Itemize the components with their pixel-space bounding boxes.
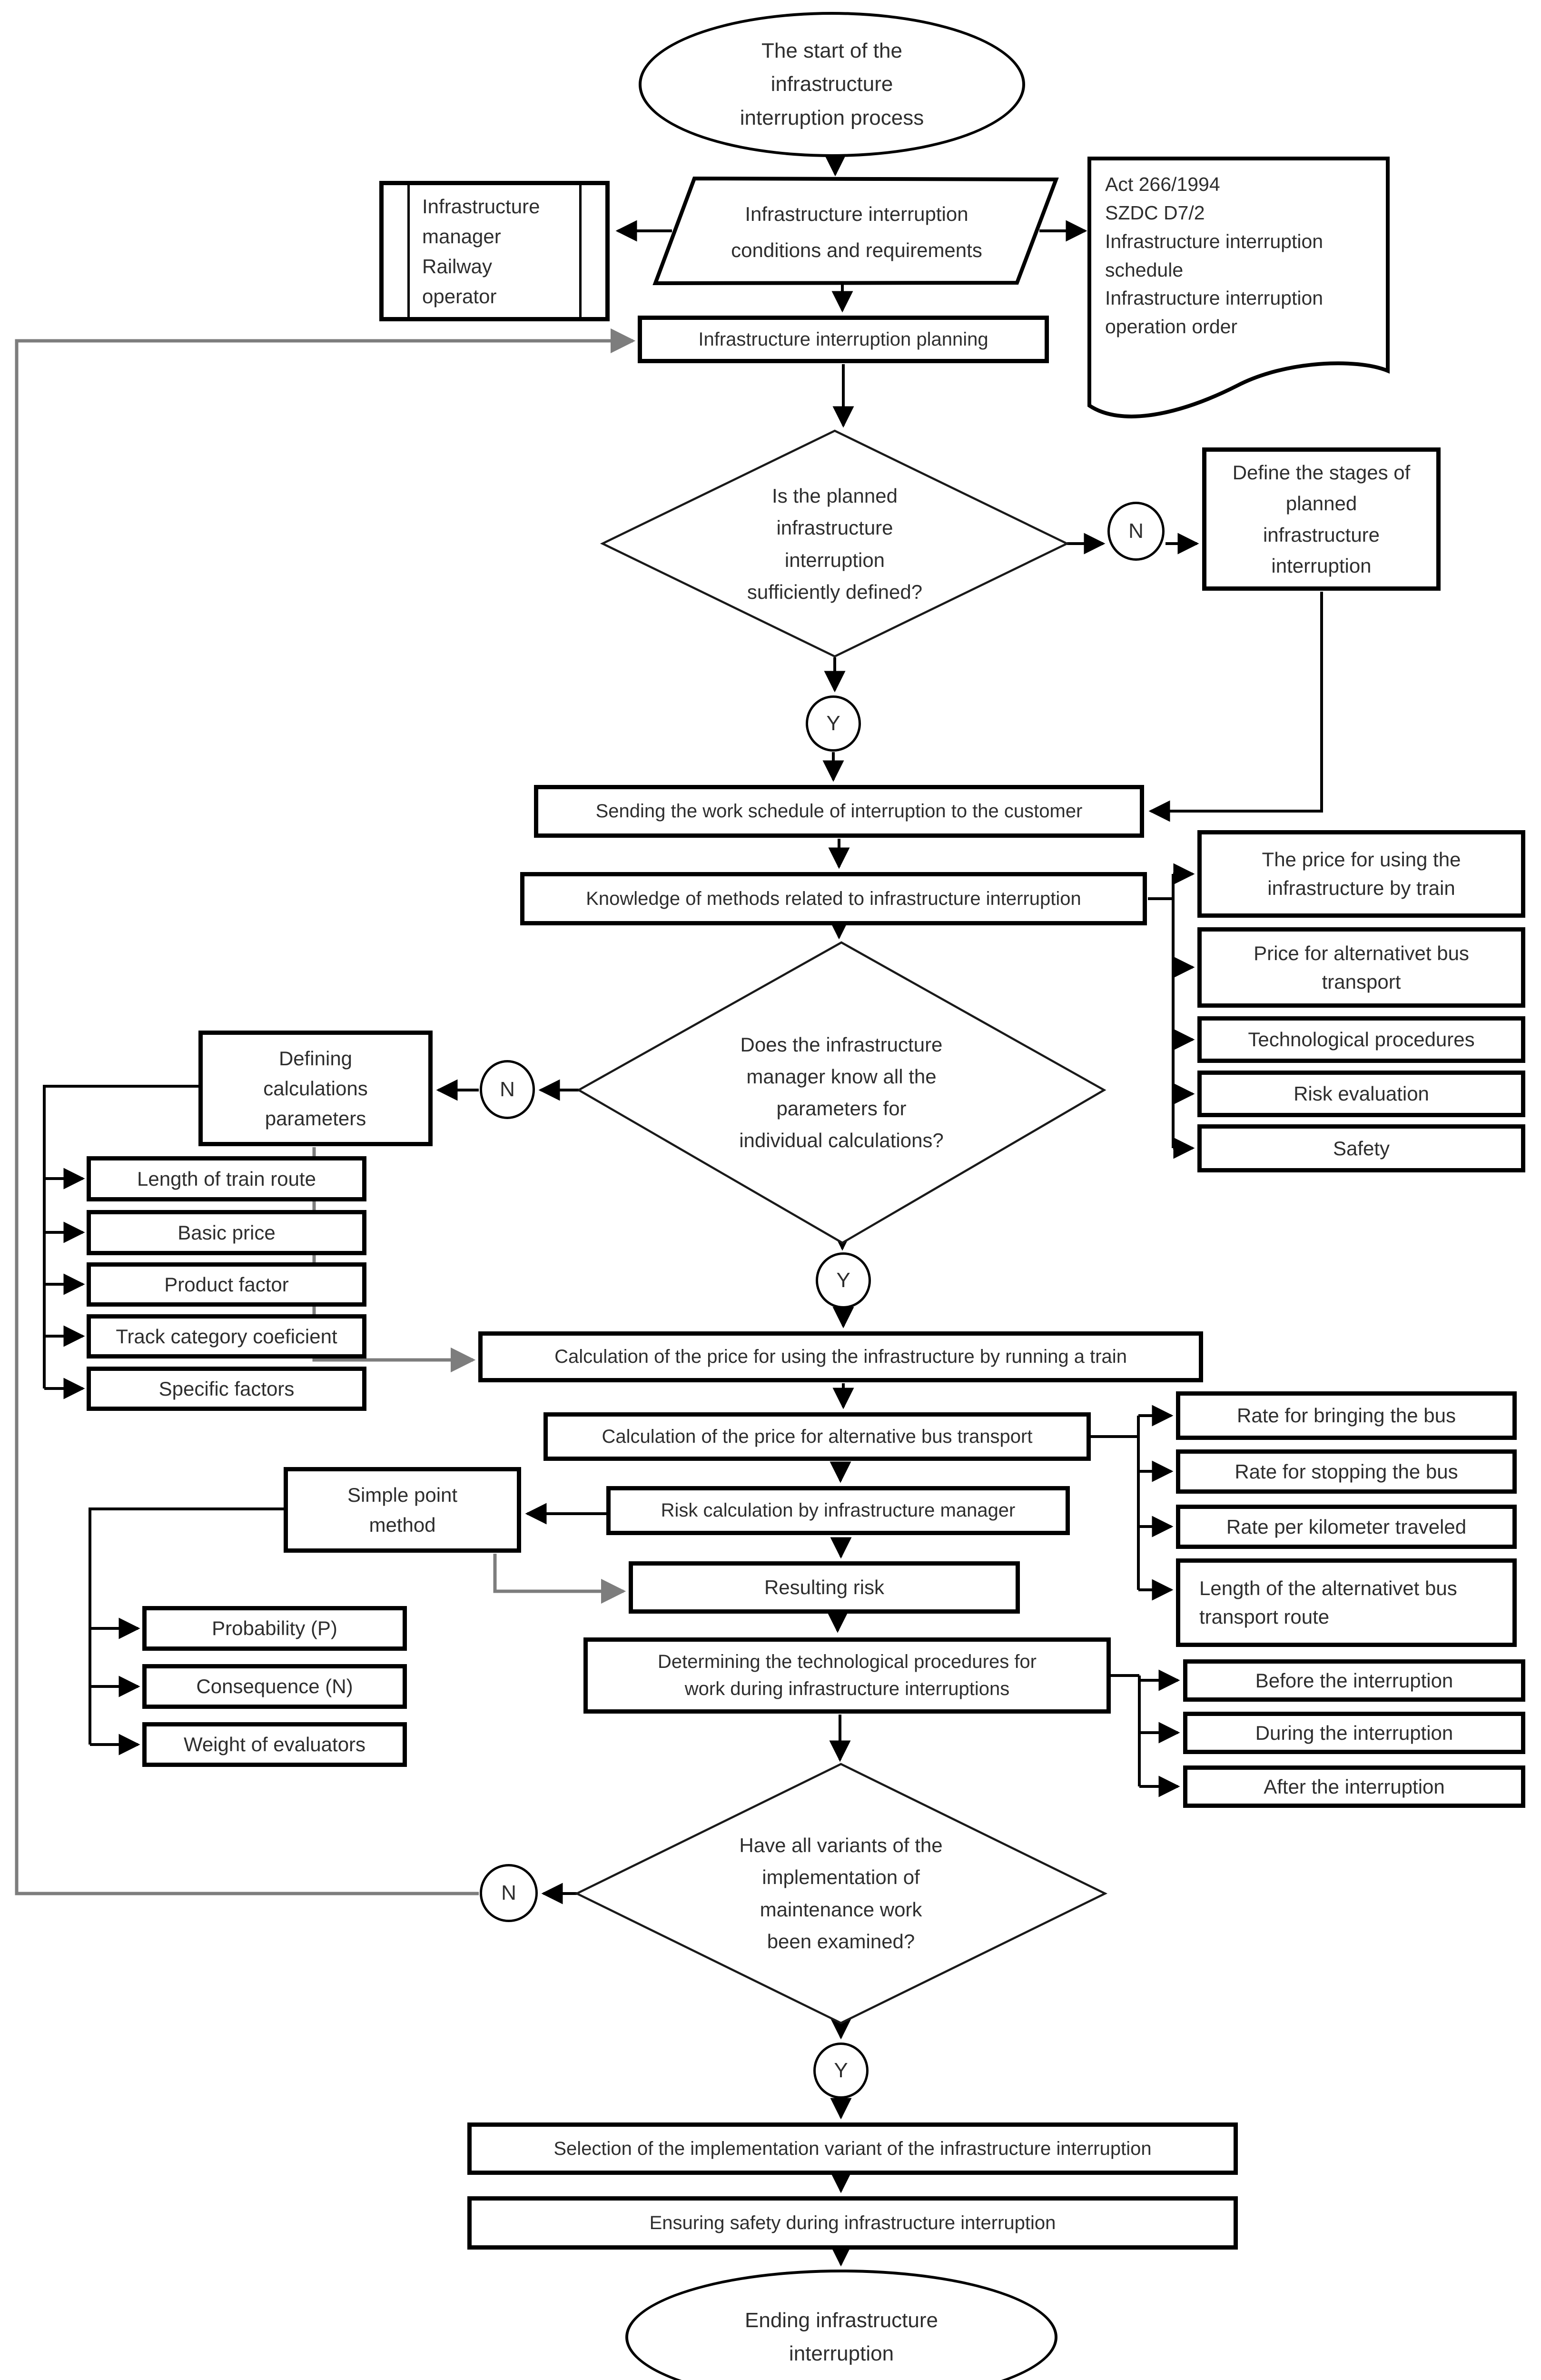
- rate-stopping-box: Rate for stopping the bus: [1176, 1449, 1517, 1494]
- trunk-calc-bus: [1091, 1416, 1140, 1590]
- yes-connector-3: Y: [813, 2043, 869, 2099]
- decision-diamond-parameters: [576, 941, 1106, 1244]
- arrow-no3-feedback-to-planning: [15, 328, 636, 1895]
- calc-bus-process: Calculation of the price for alternative…: [543, 1412, 1091, 1461]
- weight-evaluators-box: Weight of evaluators: [142, 1722, 407, 1767]
- decision-parameters-label: Does the infrastructure manager know all…: [739, 1033, 944, 1152]
- knowledge-methods-process: Knowledge of methods related to infrastr…: [520, 872, 1147, 925]
- trunk-determining: [1111, 1674, 1141, 1786]
- ensuring-safety-process: Ensuring safety during infrastructure in…: [467, 2196, 1238, 2250]
- regulations-document-shape: [1087, 157, 1390, 418]
- phase-after-box: After the interruption: [1183, 1765, 1525, 1808]
- simple-point-method-box: Simple point method: [284, 1467, 521, 1553]
- probability-box: Probability (P): [142, 1606, 407, 1651]
- consequence-box: Consequence (N): [142, 1664, 407, 1709]
- rate-km-box: Rate per kilometer traveled: [1176, 1505, 1517, 1549]
- param-basic-price: Basic price: [87, 1210, 366, 1255]
- conditions-parallelogram-shape: [652, 176, 1059, 286]
- conditions-parallelogram-label: Infrastructure interruption conditions a…: [731, 202, 982, 261]
- risk-calc-process: Risk calculation by infrastructure manag…: [606, 1486, 1070, 1535]
- resulting-risk-process: Resulting risk: [629, 1561, 1020, 1614]
- param-specific-factors: Specific factors: [87, 1367, 366, 1411]
- yes-connector-2: Y: [816, 1252, 871, 1309]
- arrow-simple-point-to-resulting-risk: [493, 1554, 626, 1604]
- phase-during-box: During the interruption: [1183, 1712, 1525, 1754]
- method-tech-procedures: Technological procedures: [1197, 1016, 1525, 1063]
- arrow-define-stages-to-sending: [1148, 592, 1323, 822]
- length-alt-route-box: Length of the alternativet bus transport…: [1176, 1558, 1517, 1647]
- param-product-factor: Product factor: [87, 1262, 366, 1307]
- trunk-defining-params: [43, 1085, 198, 1388]
- no-connector-2: N: [480, 1060, 535, 1119]
- main-flow-connectors: [43, 155, 1323, 2267]
- rate-bringing-box: Rate for bringing the bus: [1176, 1391, 1517, 1440]
- method-price-train: The price for using the infrastructure b…: [1197, 830, 1525, 918]
- no-connector-3: N: [480, 1864, 538, 1922]
- calc-train-process: Calculation of the price for using the i…: [478, 1331, 1203, 1382]
- decision-defined-label: Is the planned infrastructure interrupti…: [747, 485, 923, 603]
- phase-before-box: Before the interruption: [1183, 1659, 1525, 1702]
- no-connector-1: N: [1107, 502, 1165, 561]
- start-terminator: The start of the infrastructure interrup…: [639, 12, 1025, 157]
- param-length-train-route: Length of train route: [87, 1156, 366, 1201]
- defining-params-process: Defining calculations parameters: [198, 1031, 433, 1146]
- infrastructure-manager-box: Infrastructure manager Railway operator: [379, 181, 610, 321]
- decision-diamond-defined: [600, 429, 1070, 658]
- trunk-simple-point: [89, 1507, 284, 1745]
- sending-schedule-process: Sending the work schedule of interruptio…: [534, 785, 1144, 838]
- method-price-bus: Price for alternativet bus transport: [1197, 927, 1525, 1008]
- determining-process: Determining the technological procedures…: [583, 1637, 1111, 1714]
- method-safety: Safety: [1197, 1124, 1525, 1172]
- define-stages-process: Define the stages of planned infrastruct…: [1202, 447, 1441, 591]
- decision-variants-label: Have all variants of the implementation …: [739, 1834, 943, 1953]
- method-risk-evaluation: Risk evaluation: [1197, 1071, 1525, 1117]
- selection-process: Selection of the implementation variant …: [467, 2122, 1238, 2175]
- yes-connector-1: Y: [806, 695, 861, 752]
- param-track-coefficient: Track category coeficient: [87, 1314, 366, 1359]
- regulations-document-label: Act 266/1994 SZDC D7/2 Infrastructure in…: [1105, 173, 1324, 338]
- decision-diamond-variants: [574, 1763, 1108, 2024]
- trunk-knowledge-methods: [1148, 874, 1175, 1148]
- planning-process: Infrastructure interruption planning: [638, 316, 1049, 363]
- infrastructure-manager-label: Infrastructure manager Railway operator: [407, 185, 582, 317]
